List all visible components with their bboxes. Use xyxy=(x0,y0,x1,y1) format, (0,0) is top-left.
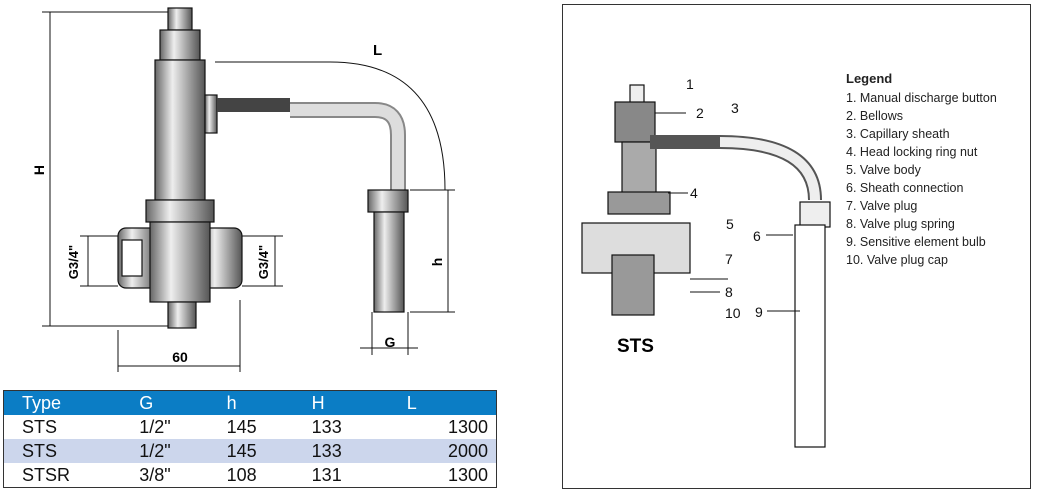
cell: 108 xyxy=(226,464,257,485)
cell: 2000 xyxy=(378,439,497,463)
table-row: STS 1/2" 145 133 1300 xyxy=(4,415,497,439)
dim-label-G: G xyxy=(385,334,396,350)
callout-9: 9 xyxy=(755,304,763,320)
header-h-large: H xyxy=(293,390,379,415)
legend-item: 1. Manual discharge button xyxy=(846,91,997,105)
cell: 1/2" xyxy=(139,416,171,437)
callout-lines xyxy=(655,112,800,312)
cell: 3/8" xyxy=(139,464,171,485)
legend-item: 3. Capillary sheath xyxy=(846,127,950,141)
header-h-small: h xyxy=(208,390,294,415)
callout-5: 5 xyxy=(726,216,734,232)
legend-item: 7. Valve plug xyxy=(846,199,918,213)
table-row: STS 1/2" 145 133 2000 xyxy=(3,439,497,463)
cell: 133 xyxy=(311,416,342,437)
callout-3: 3 xyxy=(731,100,739,116)
header-l: L xyxy=(378,390,497,415)
cell: 1300 xyxy=(447,416,488,437)
spec-table: Type G h H L STS 1/2" 145 133 1300 STS 1… xyxy=(3,390,497,488)
dim-label-H: H xyxy=(31,165,47,175)
dimension-lines xyxy=(42,11,455,372)
callout-7: 7 xyxy=(725,251,733,267)
header-g: G xyxy=(121,390,209,415)
callout-8: 8 xyxy=(725,284,733,300)
legend-title: Legend xyxy=(846,71,893,86)
legend-item: 10. Valve plug cap xyxy=(846,253,948,267)
legend: Legend 1. Manual discharge button 2. Bel… xyxy=(846,70,997,269)
dim-label-width: 60 xyxy=(172,349,188,365)
callout-6: 6 xyxy=(753,228,761,244)
cell: 131 xyxy=(311,464,342,485)
cell: 1/2" xyxy=(121,439,209,463)
cell: 1300 xyxy=(447,464,488,485)
legend-item: 6. Sheath connection xyxy=(846,181,964,195)
table-header-row: Type G h H L xyxy=(3,390,497,415)
dimension-drawing: H L h G 60 G3/4" G3/4" xyxy=(31,7,455,372)
cell: STS xyxy=(22,416,58,437)
section-drawing-panel xyxy=(562,4,1031,489)
callout-4: 4 xyxy=(690,185,698,201)
cell: STS xyxy=(3,439,122,463)
legend-item: 2. Bellows xyxy=(846,109,903,123)
dim-label-L: L xyxy=(373,42,382,59)
cell: 145 xyxy=(226,416,257,437)
legend-item: 9. Sensitive element bulb xyxy=(846,235,986,249)
header-type: Type xyxy=(3,390,122,415)
table-row: STSR 3/8" 108 131 1300 xyxy=(4,463,497,488)
cell: 145 xyxy=(208,439,294,463)
callout-1: 1 xyxy=(686,76,694,92)
dim-label-thread-left: G3/4" xyxy=(66,245,81,279)
legend-item: 8. Valve plug spring xyxy=(846,217,955,231)
dim-label-h: h xyxy=(429,258,445,267)
cell: STSR xyxy=(22,464,71,485)
callout-2: 2 xyxy=(696,105,704,121)
valve-body-drawing xyxy=(117,7,409,329)
legend-item: 5. Valve body xyxy=(846,163,921,177)
cell: 133 xyxy=(293,439,379,463)
legend-item: 4. Head locking ring nut xyxy=(846,145,978,159)
dim-label-thread-right: G3/4" xyxy=(256,245,271,279)
callout-10: 10 xyxy=(725,305,741,321)
model-label: STS xyxy=(617,336,654,357)
